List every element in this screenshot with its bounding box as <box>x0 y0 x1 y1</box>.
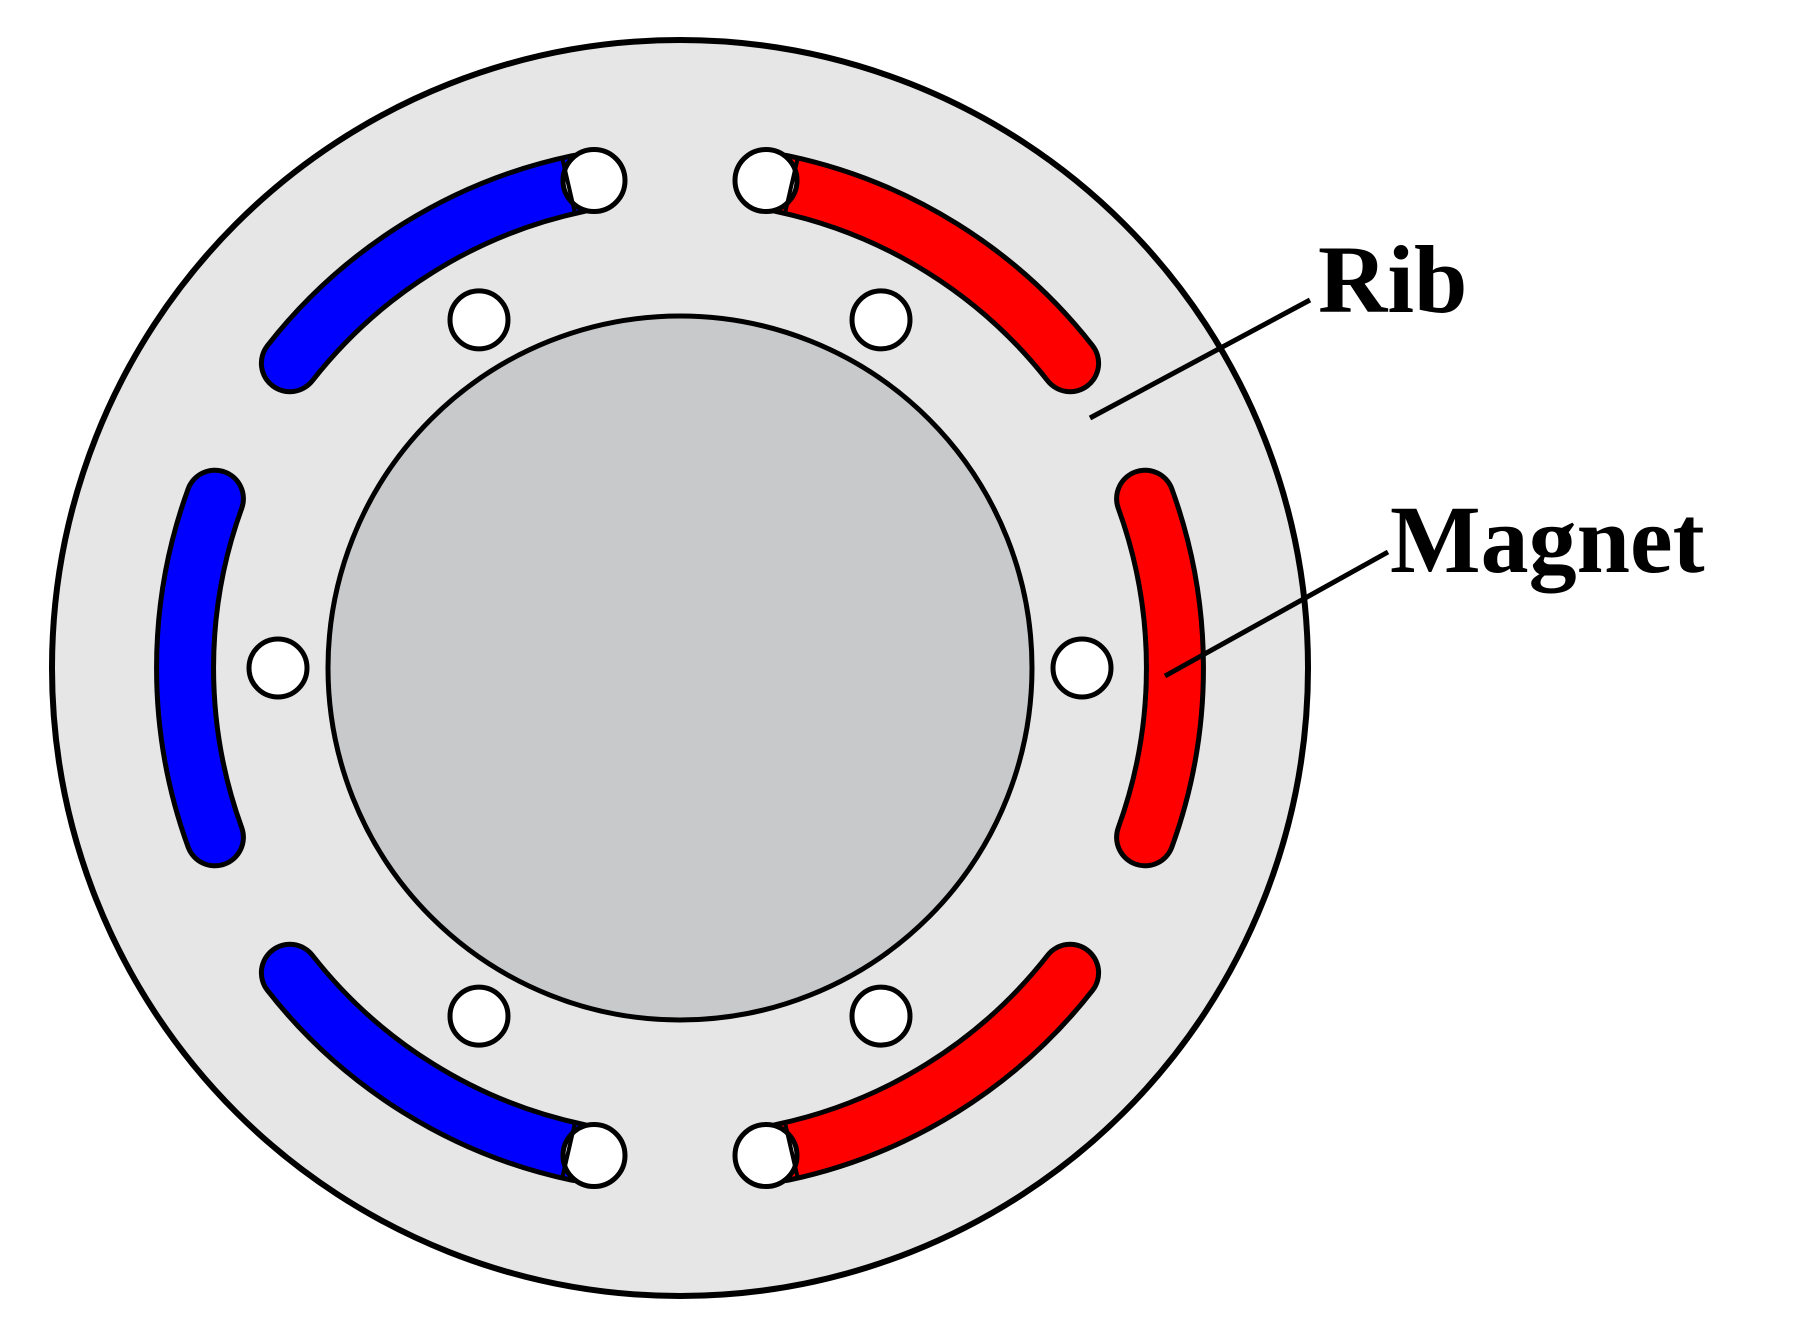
air-hole-lower-right <box>849 984 913 1048</box>
air-hole-upper-left <box>447 288 511 352</box>
magnet-upper-right <box>756 157 1097 390</box>
flux-barrier-lower-right <box>732 1122 800 1189</box>
magnet-lower-left <box>263 946 604 1179</box>
magnets-group <box>154 152 1206 1184</box>
air-hole-upper-right <box>849 288 913 352</box>
magnet-leader-line <box>1163 549 1390 679</box>
air-hole-lower-left <box>447 984 511 1048</box>
rib-leader-line <box>1088 297 1312 421</box>
flux-barrier-lower-left-divider <box>559 1120 578 1180</box>
air-hole-left <box>246 636 310 700</box>
magnet-upper-left <box>263 157 604 390</box>
air-hole-right <box>1050 636 1114 700</box>
magnet-lower-right <box>756 946 1097 1179</box>
magnet-right <box>1119 472 1201 864</box>
shaft <box>325 313 1035 1023</box>
flux-barrier-upper-right-divider <box>782 156 801 216</box>
flux-barrier-lower-right-divider <box>782 1120 801 1180</box>
flux-barrier-lower-left <box>560 1122 628 1189</box>
magnet-label: Magnet <box>1390 486 1705 593</box>
flux-barriers-group <box>559 147 801 1189</box>
flux-barrier-upper-left <box>560 147 628 214</box>
flux-barrier-upper-left-divider <box>559 156 578 216</box>
rib-label: Rib <box>1318 226 1467 333</box>
flux-barrier-upper-right <box>732 147 800 214</box>
air-holes-group <box>246 288 1114 1048</box>
magnet-left <box>159 472 241 864</box>
